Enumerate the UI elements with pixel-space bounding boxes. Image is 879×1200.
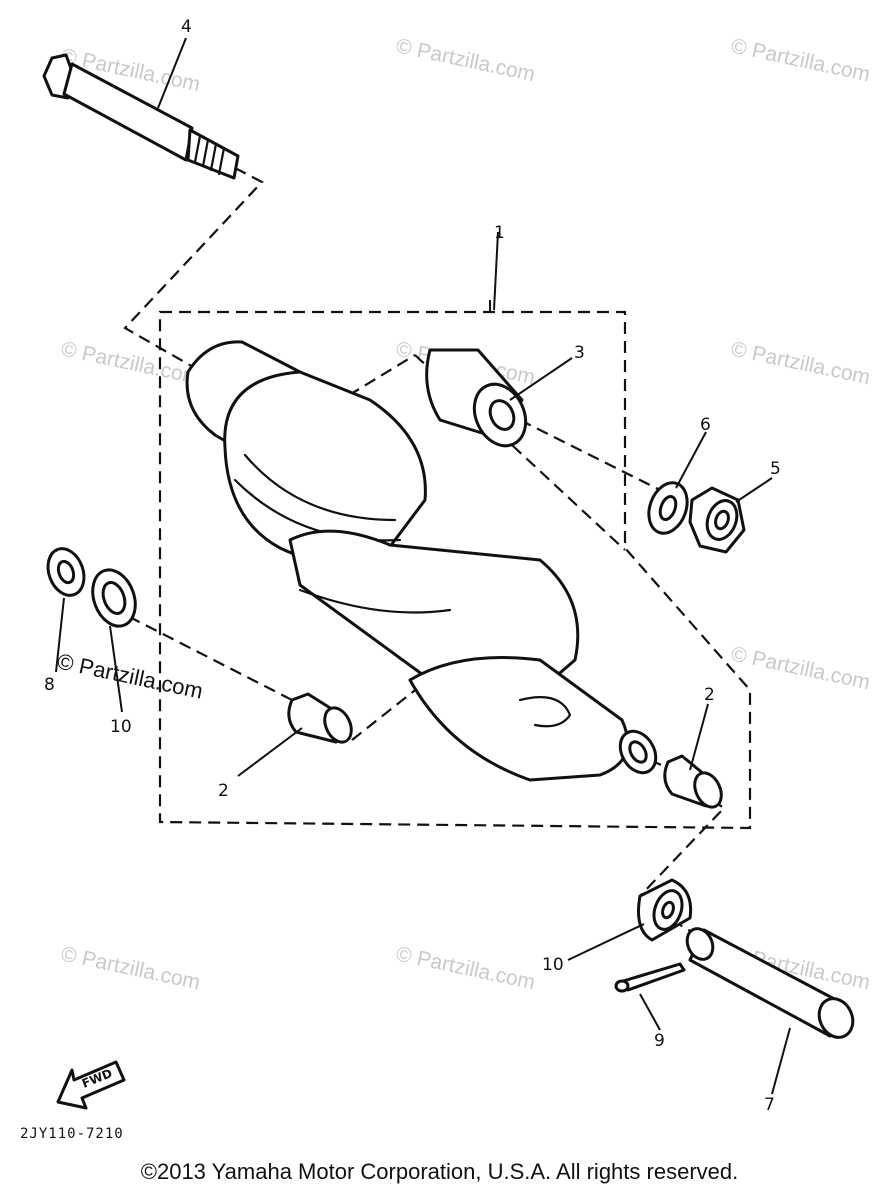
- watermark: © Partzilla.com: [729, 642, 872, 694]
- watermark: © Partzilla.com: [55, 648, 205, 703]
- collar-part-3: [425, 348, 528, 448]
- bushing-part-2-left: [287, 692, 353, 744]
- fwd-arrow-icon: FWD: [56, 1060, 126, 1110]
- callout-10-upper: 10: [110, 717, 132, 737]
- copyright-notice: ©2013 Yamaha Motor Corporation, U.S.A. A…: [140, 1159, 739, 1184]
- watermarks: © Partzilla.com © Partzilla.com © Partzi…: [55, 34, 872, 994]
- watermark: © Partzilla.com: [59, 337, 202, 389]
- watermark: © Partzilla.com: [394, 942, 537, 994]
- callout-4: 4: [181, 17, 192, 37]
- callout-5: 5: [770, 459, 781, 479]
- seal-part-10-lower: [637, 878, 693, 942]
- callout-1: 1: [494, 223, 505, 243]
- washer-part-6: [647, 481, 689, 535]
- watermark: © Partzilla.com: [394, 34, 537, 86]
- callout-10-lower: 10: [542, 955, 564, 975]
- leader-lines: [55, 37, 791, 1095]
- bolt-part-4: [42, 53, 240, 180]
- washer-part-8: [46, 547, 86, 597]
- callout-labels: 4 1 3 6 5 8 10 2 2 10 9 7: [44, 17, 781, 1115]
- callout-3: 3: [574, 343, 585, 363]
- callout-8: 8: [44, 675, 55, 695]
- diagram-code: 2JY110-7210: [20, 1126, 124, 1142]
- callout-6: 6: [700, 415, 711, 435]
- cotter-pin-part-9: [614, 962, 686, 993]
- pin-part-7: [685, 927, 855, 1039]
- watermark: © Partzilla.com: [59, 942, 202, 994]
- watermark: © Partzilla.com: [729, 337, 872, 389]
- nut-part-5: [688, 486, 746, 554]
- assembly-boundary: [158, 310, 752, 830]
- callout-2-right: 2: [704, 685, 715, 705]
- seal-part-10-upper: [91, 568, 137, 628]
- callout-2-left: 2: [218, 781, 229, 801]
- watermark: © Partzilla.com: [729, 34, 872, 86]
- callout-7: 7: [764, 1095, 775, 1115]
- bushing-part-2-right: [663, 754, 723, 809]
- callout-9: 9: [654, 1031, 665, 1051]
- shock-absorber: [185, 340, 658, 782]
